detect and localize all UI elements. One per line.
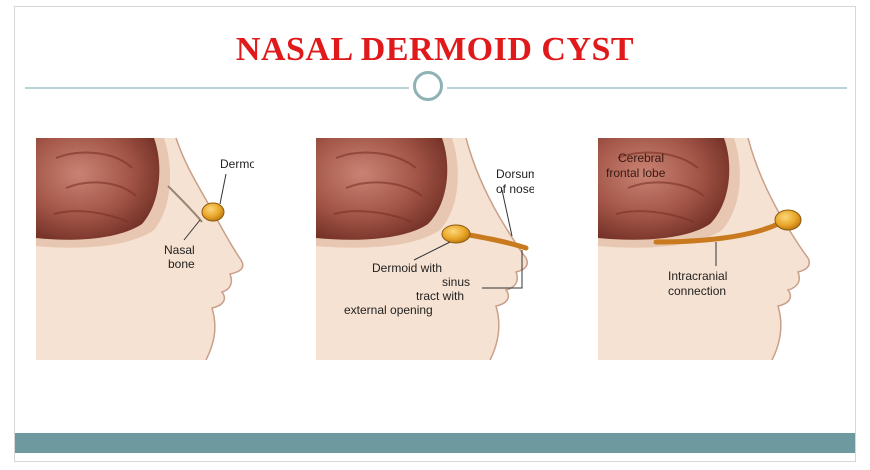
footer-bar <box>15 433 855 453</box>
label-bone: bone <box>168 257 195 271</box>
slide-title: NASAL DERMOID CYST <box>235 31 635 68</box>
dermoid-cyst <box>441 224 471 244</box>
panel-1-illustration: Dermoid Nasal bone <box>36 138 254 360</box>
label-sinus: sinus <box>442 275 470 289</box>
intracranial-tract <box>653 221 781 245</box>
divider-ring-icon <box>413 71 443 101</box>
leader-dermoid <box>413 241 451 261</box>
frontal-lobe <box>36 138 160 240</box>
label-frontal-lobe: frontal lobe <box>606 166 666 180</box>
dermoid-cyst <box>201 202 225 222</box>
brain-folds <box>615 151 705 223</box>
frontal-lobe <box>316 138 448 240</box>
label-dorsum: Dorsum <box>496 167 534 181</box>
panel-2-illustration: Dorsum of nose Dermoid with sinus tract … <box>316 138 534 360</box>
leader-nasal-bone <box>183 219 201 241</box>
title-divider-right <box>447 87 847 89</box>
panel-nasal-dermoid: Dermoid Nasal bone <box>36 138 254 360</box>
label-dermoid: Dermoid <box>220 157 254 171</box>
face-outside <box>748 138 816 360</box>
title-divider-left <box>25 87 409 89</box>
panel-dermoid-sinus-tract: Dorsum of nose Dermoid with sinus tract … <box>316 138 534 360</box>
label-of-nose: of nose <box>496 182 534 196</box>
face-outside <box>176 138 254 360</box>
label-intracranial: Intracranial <box>668 269 727 283</box>
panel-3-illustration: Cerebral frontal lobe Intracranial conne… <box>598 138 816 360</box>
panel-intracranial-connection: Cerebral frontal lobe Intracranial conne… <box>598 138 816 360</box>
label-cerebral: Cerebral <box>618 151 664 165</box>
label-connection: connection <box>668 284 726 298</box>
dermoid-cyst <box>774 209 802 231</box>
label-external-opening: external opening <box>344 303 433 317</box>
face-profile <box>465 138 528 360</box>
label-dermoid-with: Dermoid with <box>372 261 442 275</box>
face-outside <box>466 138 534 360</box>
brain-folds <box>333 151 423 223</box>
nasal-bone-line <box>167 185 203 223</box>
label-nasal: Nasal <box>164 243 195 257</box>
label-tract-with: tract with <box>416 289 464 303</box>
brain-folds <box>53 151 137 223</box>
leader-dorsum <box>501 189 513 237</box>
frontal-lobe <box>598 138 730 240</box>
leader-dermoid <box>219 173 227 205</box>
leader-external-opening <box>482 250 523 289</box>
